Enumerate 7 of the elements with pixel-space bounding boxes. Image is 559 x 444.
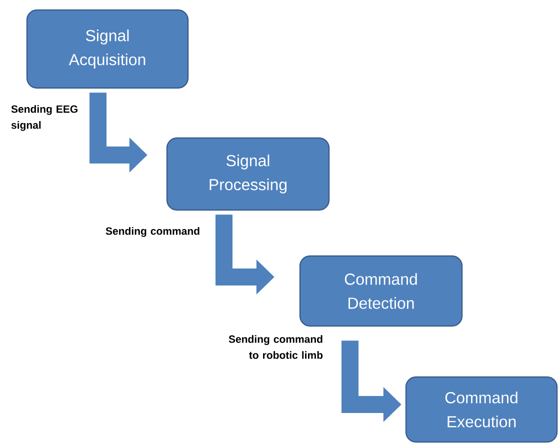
process-box: Command Execution (405, 376, 558, 443)
edge-label: Sending EEG signal (11, 105, 78, 131)
process-box: Signal Processing (166, 137, 330, 211)
edge-label: Sending command (106, 227, 200, 237)
edge-label: Sending command to robotic limb (228, 335, 323, 359)
process-box: Command Detection (299, 255, 463, 327)
process-box: Signal Acquisition (26, 9, 189, 89)
